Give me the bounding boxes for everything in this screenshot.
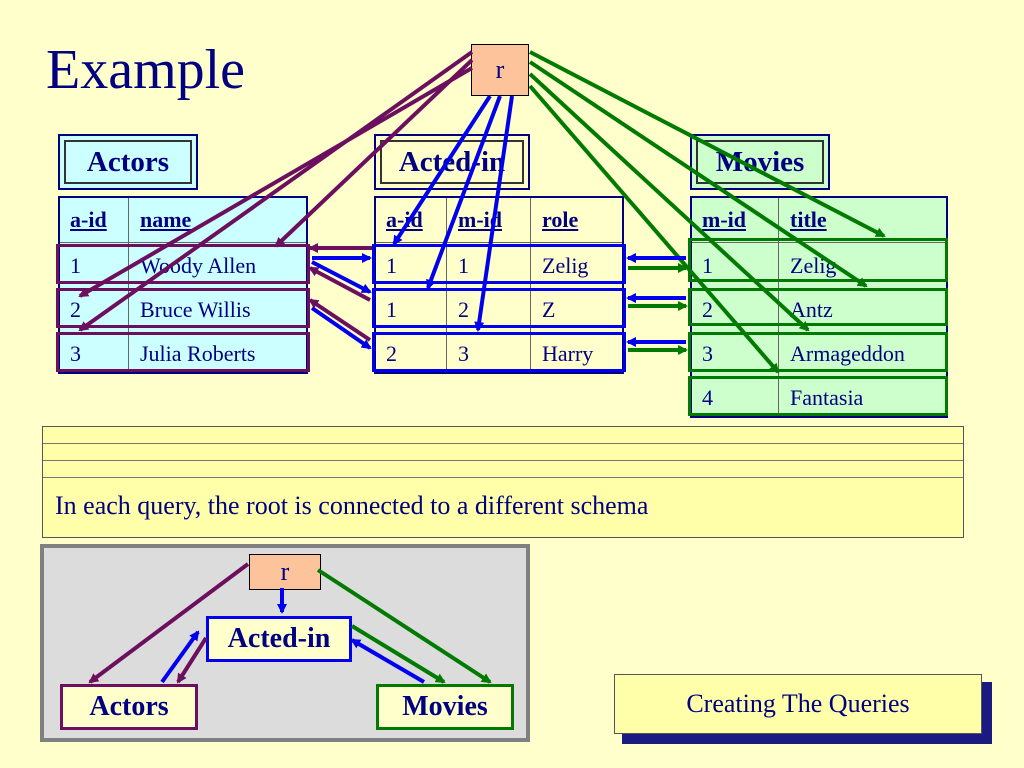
table-cell: Zelig — [542, 253, 589, 278]
table-cell: 2 — [70, 297, 81, 322]
mini-arrow-acted-actors — [176, 636, 208, 684]
acted-header-role: role — [542, 207, 579, 232]
arrow-root-acted-3 — [474, 95, 514, 332]
table-cell: 2 — [702, 297, 713, 322]
arrow-root-acted-2 — [426, 95, 502, 290]
table-cell: Fantasia — [790, 385, 864, 410]
caption-bar: In each query, the root is connected to … — [42, 426, 964, 538]
arrow-root-movie-1 — [529, 50, 886, 238]
table-cell: 2 — [458, 297, 469, 322]
creating-queries-button[interactable]: Creating The Queries — [614, 674, 982, 734]
table-cell: 3 — [70, 341, 81, 366]
table-cell: 3 — [702, 341, 713, 366]
caption-text: In each query, the root is connected to … — [55, 491, 649, 520]
table-cell: 1 — [70, 253, 81, 278]
movies-row-3 — [688, 332, 948, 372]
actors-title: Actors — [58, 134, 198, 190]
table-cell: 1 — [702, 253, 713, 278]
mini-movies-node: Movies — [376, 684, 514, 730]
table-cell: Z — [542, 297, 556, 322]
mini-arrow-root-actors — [88, 562, 250, 684]
movies-title: Movies — [690, 134, 830, 190]
table-cell: 1 — [386, 297, 397, 322]
arrow-root-movie-2 — [528, 60, 868, 288]
movies-header-title: title — [790, 207, 827, 232]
mini-arrow-actors-acted — [160, 630, 200, 684]
acted-row-2 — [372, 288, 626, 328]
arrow-root-acted-1 — [392, 94, 492, 246]
arrow-root-actor-3 — [78, 50, 474, 332]
acted-row-1 — [372, 244, 626, 284]
table-cell: Armageddon — [790, 341, 905, 366]
table-cell: 1 — [458, 253, 469, 278]
table-cell: 3 — [458, 341, 469, 366]
table-cell: 1 — [386, 253, 397, 278]
actors-row-1 — [56, 244, 310, 284]
table-cell: Julia Roberts — [140, 341, 256, 366]
actors-header-a-id: a-id — [70, 207, 107, 232]
mini-arrow-root-movies — [316, 568, 492, 684]
slide-title: Example — [46, 39, 246, 101]
movies-row-4 — [688, 376, 948, 416]
movies-header-m-id: m-id — [702, 207, 746, 232]
link-actor-acted-3a — [308, 298, 372, 342]
acted-in-table: a-id m-id role 1 1 Zelig 1 2 Z 2 3 Harry — [374, 196, 624, 374]
mini-diagram: r Acted-in Actors Movies — [40, 544, 530, 742]
movies-table: m-id title 1 Zelig 2 Antz 3 Armageddon 4… — [690, 196, 948, 418]
mini-arrow-acted-movies — [350, 624, 446, 684]
movies-row-1 — [688, 238, 948, 282]
mini-arrow-movies-acted — [350, 638, 426, 684]
acted-row-3 — [372, 332, 626, 372]
mini-actors-node: Actors — [60, 684, 198, 730]
table-cell: Zelig — [790, 253, 837, 278]
arrow-root-movie-4 — [528, 84, 780, 374]
mini-acted-in-node: Acted-in — [206, 616, 352, 662]
table-cell: 2 — [386, 341, 397, 366]
movies-row-2 — [688, 288, 948, 326]
actors-row-3 — [56, 332, 310, 372]
root-node: r — [471, 44, 529, 96]
link-actor-acted-2b — [311, 260, 372, 294]
table-cell: 4 — [702, 385, 713, 410]
table-cell: Bruce Willis — [140, 297, 251, 322]
arrow-root-actor-1 — [274, 58, 474, 248]
actors-header-name: name — [140, 207, 192, 232]
arrow-root-movie-3 — [528, 72, 810, 332]
link-actor-acted-3b — [310, 306, 372, 350]
table-cell: Harry — [542, 341, 594, 366]
link-actor-acted-2a — [308, 266, 371, 302]
arrow-root-actor-2 — [78, 66, 474, 298]
